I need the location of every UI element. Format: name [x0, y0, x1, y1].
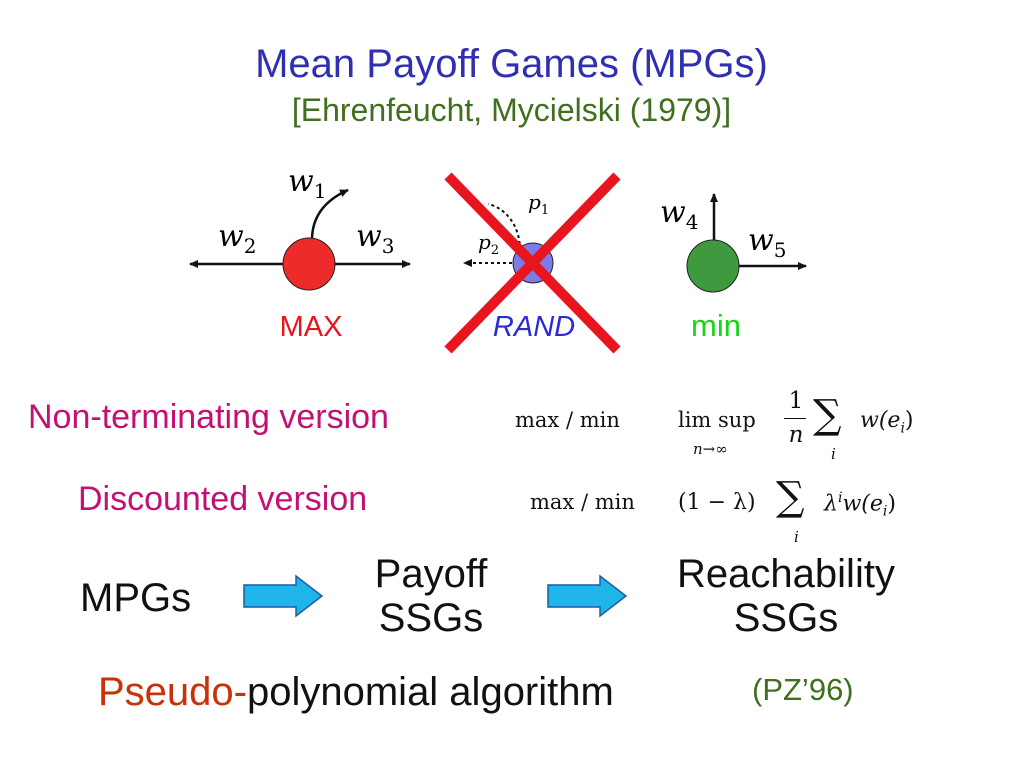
pseudo-prefix: Pseudo- — [98, 670, 247, 714]
nt-sum: ∑ — [813, 392, 842, 438]
flow-payoff-line1: Payoff — [374, 552, 488, 596]
flow-reach-line1: Reachability — [677, 552, 895, 596]
flow-payoff-line2: SSGs — [378, 596, 484, 640]
nt-sum-sub: i — [831, 445, 836, 463]
min-node — [686, 239, 740, 293]
nt-limsub: n→∞ — [693, 440, 728, 458]
page-title: Mean Payoff Games (MPGs) — [255, 42, 768, 86]
nt-op: max / min — [515, 408, 620, 432]
d-sum-sub: i — [794, 528, 799, 546]
node-diagram: w1 w2 w3 p1 p2 w4 w5 MAX RAND min — [189, 164, 807, 354]
flow-arrow-1 — [243, 574, 324, 618]
max-edge-w1 — [310, 188, 349, 241]
max-label: MAX — [280, 311, 343, 343]
flow-reachability-ssgs: Reachability SSGs — [650, 552, 922, 640]
rand-label: RAND — [493, 311, 575, 343]
min-node-group: w4 w5 — [660, 193, 807, 293]
nt-limsup: lim sup — [678, 408, 756, 432]
nt-frac-bar — [784, 418, 806, 419]
nt-term: w(ei) — [860, 408, 914, 437]
max-node-group: w1 w2 w3 — [189, 164, 411, 291]
flow-arrow-2 — [547, 574, 628, 618]
nt-frac-num: 1 — [788, 388, 804, 414]
algorithm-statement: Pseudo-polynomial algorithm — [98, 670, 614, 715]
cross-out-mark — [444, 172, 621, 354]
label-w1: w1 — [288, 164, 326, 203]
label-w2: w2 — [218, 219, 256, 258]
label-w3: w3 — [356, 219, 394, 258]
label-w5: w5 — [748, 223, 786, 262]
non-terminating-formula: max / min lim sup n→∞ 1 n ∑ i w(ei) — [515, 388, 945, 468]
d-sum: ∑ — [776, 474, 805, 520]
nt-frac-den: n — [788, 422, 804, 448]
algorithm-text: polynomial algorithm — [246, 670, 614, 714]
label-w4: w4 — [660, 195, 698, 234]
flow-payoff-ssgs: Payoff SSGs — [350, 552, 512, 640]
d-factor: (1 − λ) — [678, 490, 756, 515]
label-p1: p1 — [528, 190, 549, 218]
d-op: max / min — [530, 490, 635, 514]
flow-mpgs: MPGs — [80, 576, 192, 620]
label-p2: p2 — [478, 230, 499, 258]
non-terminating-label: Non-terminating version — [28, 398, 389, 436]
min-label: min — [691, 308, 741, 343]
d-term: λiw(ei) — [824, 490, 896, 520]
discounted-formula: max / min (1 − λ) ∑ i λiw(ei) — [530, 474, 940, 558]
max-node — [282, 237, 336, 291]
page-subtitle: [Ehrenfeucht, Mycielski (1979)] — [291, 92, 732, 128]
reference-citation: (PZ’96) — [752, 672, 854, 707]
flow-reach-line2: SSGs — [733, 596, 839, 640]
discounted-label: Discounted version — [78, 480, 368, 518]
